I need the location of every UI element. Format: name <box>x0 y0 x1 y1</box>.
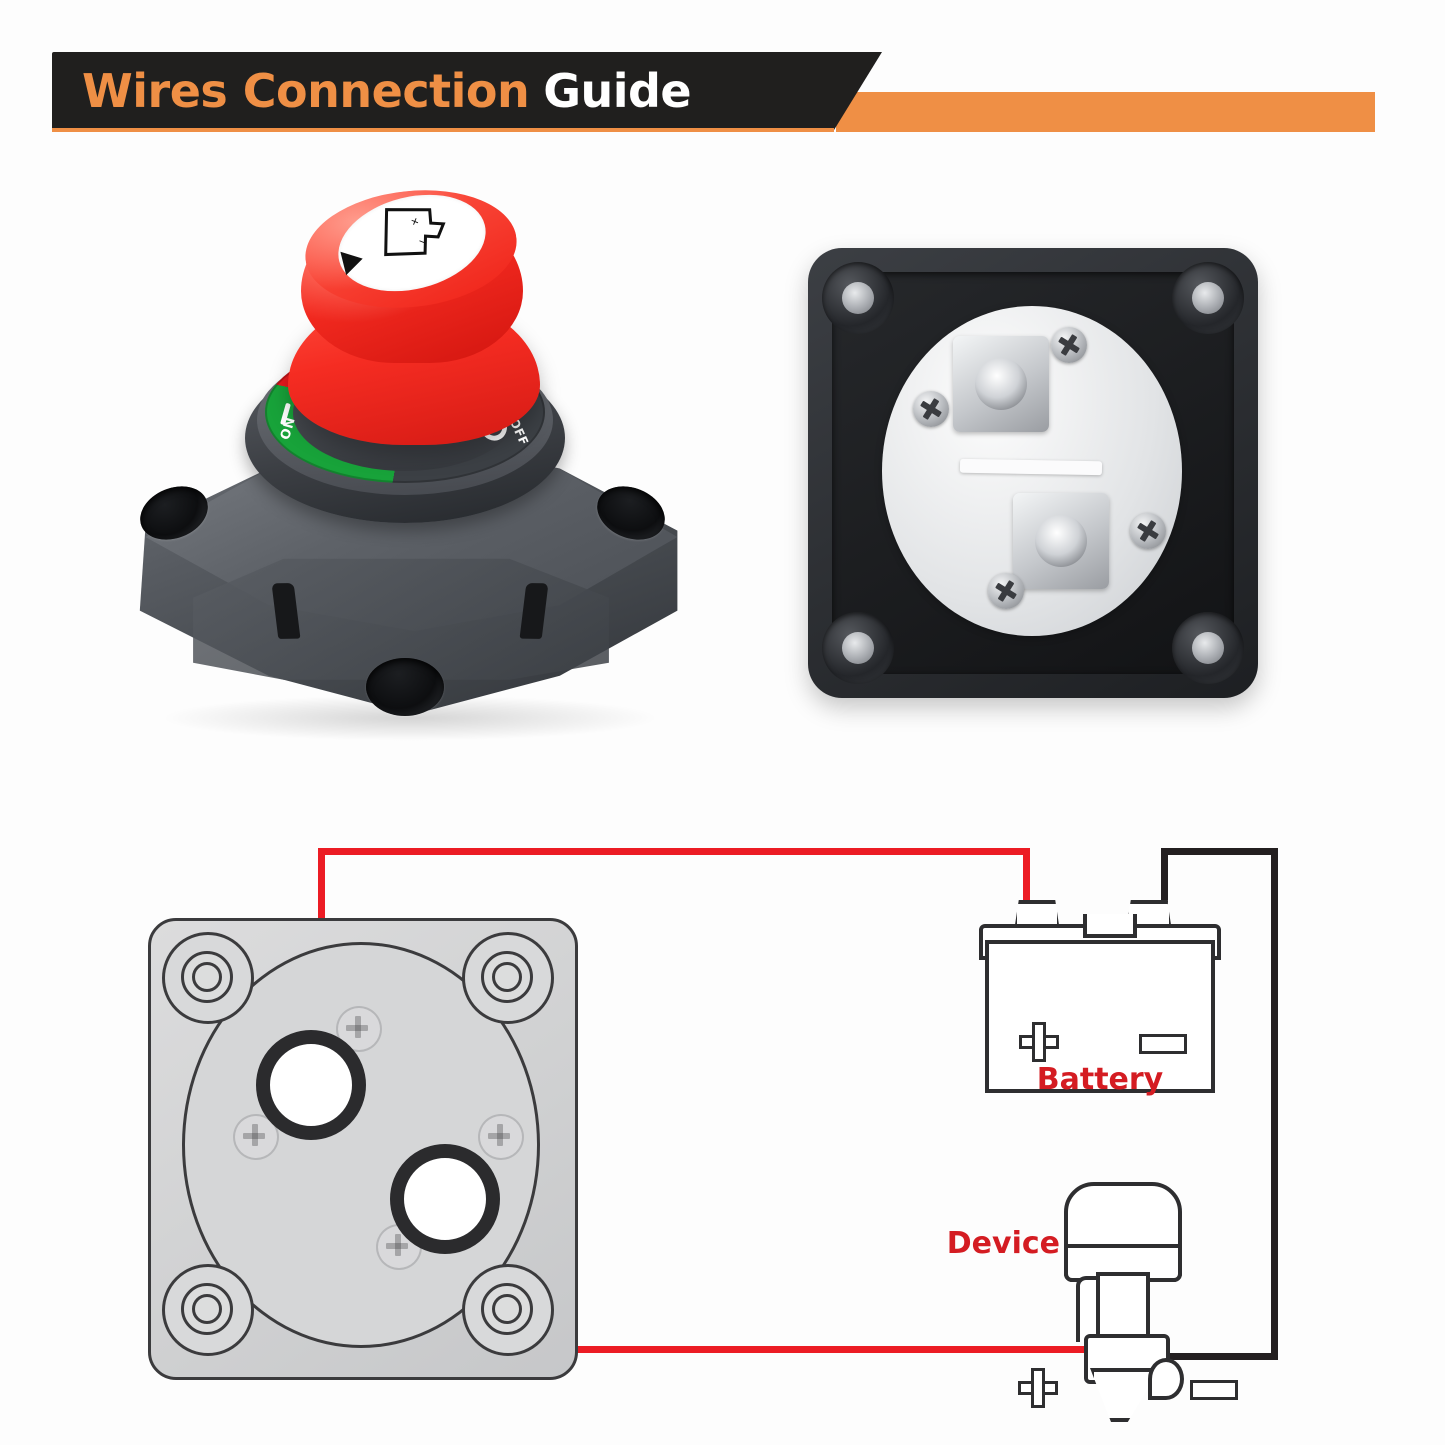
banner-orange-accent <box>836 92 1375 132</box>
phillips-screw-icon <box>478 1114 524 1160</box>
page-title-primary: Wires Connection <box>82 64 530 118</box>
terminal-post[interactable] <box>1013 493 1109 589</box>
diagram-device: Device <box>947 1182 1238 1422</box>
phillips-screw-icon <box>233 1114 279 1160</box>
wire-battery-negative <box>1161 848 1168 928</box>
banner-black-shape <box>52 52 882 130</box>
wire-switch-to-device-positive <box>435 1346 1085 1353</box>
mount-hole-icon <box>366 658 444 716</box>
product-photo-switch-top: ON OFF + − <box>105 175 705 775</box>
page-title: Wires Connection Guide <box>82 55 692 127</box>
terminal-plate-slot <box>959 458 1103 476</box>
mount-hole-icon <box>462 932 554 1024</box>
mount-hole-icon <box>1172 262 1244 334</box>
battery-icon: + − <box>384 208 446 257</box>
diagram-switch <box>148 918 578 1380</box>
mount-hole-icon <box>162 932 254 1024</box>
plus-icon <box>1018 1368 1058 1408</box>
svg-text:−: − <box>416 234 429 250</box>
phillips-screw-icon <box>913 391 949 427</box>
diagram-terminal-bottom[interactable] <box>390 1144 500 1254</box>
mount-hole-icon <box>162 1264 254 1356</box>
wire-battery-negative <box>1161 848 1278 855</box>
wire-battery-negative <box>1271 848 1278 1360</box>
mount-hole-icon <box>822 612 894 684</box>
battery-label: Battery <box>1036 1062 1164 1097</box>
terminal-post[interactable] <box>953 336 1049 432</box>
battery-lid-notch <box>1083 914 1137 938</box>
svg-text:+: + <box>408 214 421 230</box>
phillips-screw-icon <box>1130 513 1166 549</box>
minus-icon <box>1139 1034 1187 1054</box>
phillips-screw-icon <box>1051 327 1087 363</box>
diagram-terminal-top[interactable] <box>256 1030 366 1140</box>
mount-hole-icon <box>822 262 894 334</box>
mount-hole-icon <box>1172 612 1244 684</box>
header-banner: Wires Connection Guide <box>0 0 1445 150</box>
wire-battery-negative <box>1148 1353 1278 1360</box>
outboard-propeller <box>1148 1358 1184 1400</box>
wire-switch-to-battery-positive <box>1023 848 1030 928</box>
mount-hole-icon <box>462 1264 554 1356</box>
battery-case: Battery <box>985 940 1215 1097</box>
diagram-battery: Battery <box>979 900 1225 1097</box>
wire-switch-to-battery-positive <box>318 848 1030 855</box>
minus-icon <box>1190 1380 1238 1400</box>
banner-underline <box>52 128 834 132</box>
page-title-secondary: Guide <box>543 64 692 118</box>
wiring-diagram: Battery Device <box>0 800 1445 1445</box>
product-photo-switch-bottom <box>808 248 1268 708</box>
phillips-screw-icon <box>988 573 1024 609</box>
plus-icon <box>1019 1022 1059 1062</box>
device-label: Device <box>946 1226 1060 1261</box>
